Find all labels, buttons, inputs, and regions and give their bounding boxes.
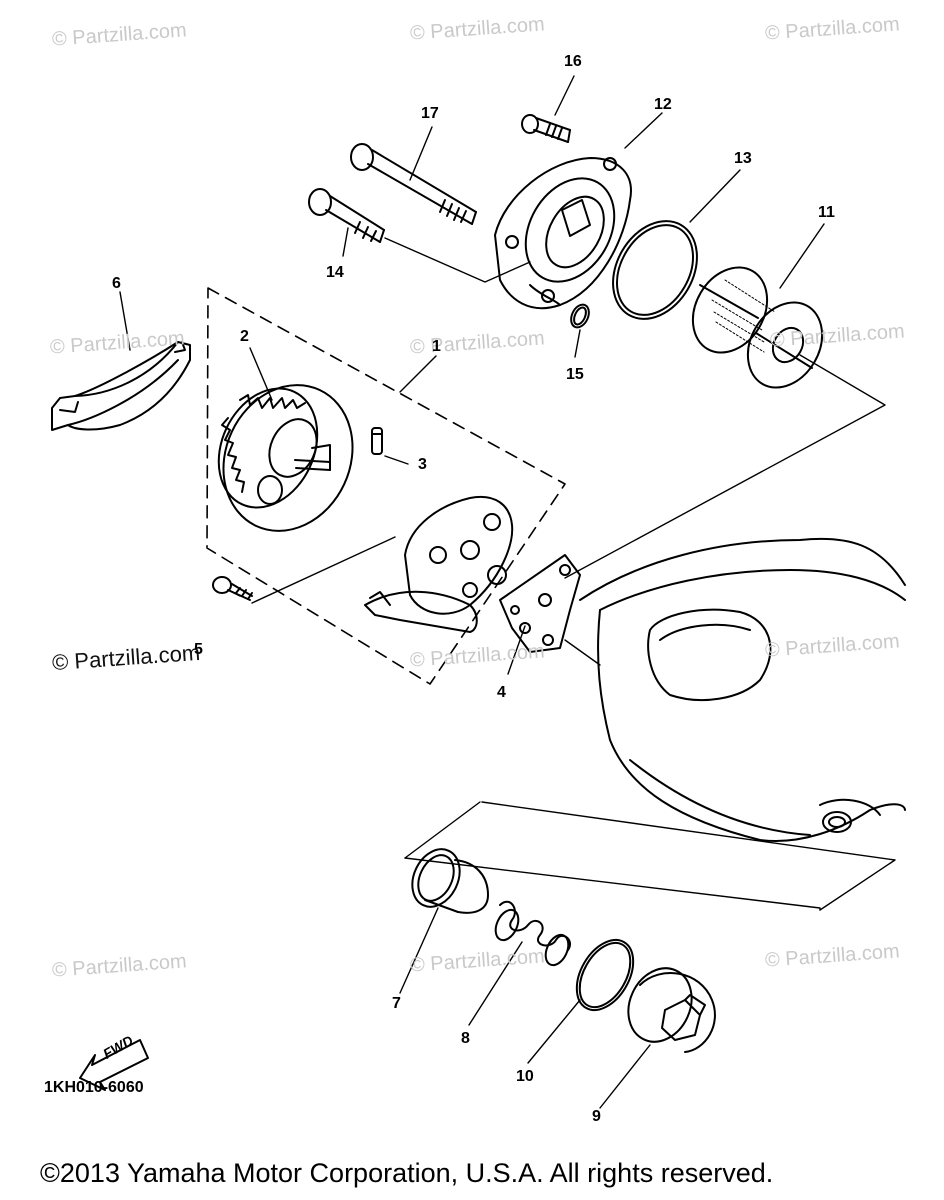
callout-3: 3: [418, 456, 427, 473]
crankcase-outline: [579, 537, 906, 842]
callout-9: 9: [592, 1108, 601, 1125]
callout-8: 8: [461, 1030, 470, 1047]
copyright-notice: ©2013 Yamaha Motor Corporation, U.S.A. A…: [40, 1158, 774, 1188]
part-7-relief-valve: [411, 848, 489, 914]
callout-1: 1: [432, 338, 441, 355]
diagram-code: 1KH010-6060: [44, 1079, 144, 1096]
oil-pump-body: [364, 495, 514, 633]
part-14-bolt: [308, 188, 385, 243]
callout-7: 7: [392, 995, 401, 1012]
callout-17: 17: [421, 105, 439, 122]
pump-assembly-box: [206, 287, 566, 685]
callout-6: 6: [112, 275, 121, 292]
part-8-spring: [494, 900, 571, 967]
callout-11: 11: [818, 204, 835, 221]
part-5-screw: [212, 576, 253, 601]
connection-lines: [251, 237, 896, 911]
part-16-bolt: [521, 114, 571, 143]
callout-12: 12: [654, 96, 672, 113]
part-9-plug: [627, 967, 716, 1053]
part-17-bolt: [350, 143, 477, 225]
fwd-arrow-icon: [79, 1039, 149, 1091]
callout-16: 16: [564, 53, 582, 70]
callout-15: 15: [566, 366, 584, 383]
part-10-o-ring: [575, 938, 635, 1012]
part-6-shield: [51, 341, 191, 431]
part-3-pin: [371, 427, 383, 455]
part-13-o-ring: [612, 220, 698, 320]
callout-14: 14: [326, 264, 344, 281]
callout-5: 5: [194, 641, 203, 658]
callout-2: 2: [240, 328, 249, 345]
callout-4: 4: [497, 684, 506, 701]
part-11-oil-filter: [691, 266, 824, 389]
part-2-gear: [217, 384, 354, 532]
part-4-gasket: [499, 554, 581, 653]
part-12-filter-cover: [494, 157, 632, 310]
callout-10: 10: [516, 1068, 534, 1085]
callout-13: 13: [734, 150, 752, 167]
part-15-o-ring: [570, 303, 590, 329]
